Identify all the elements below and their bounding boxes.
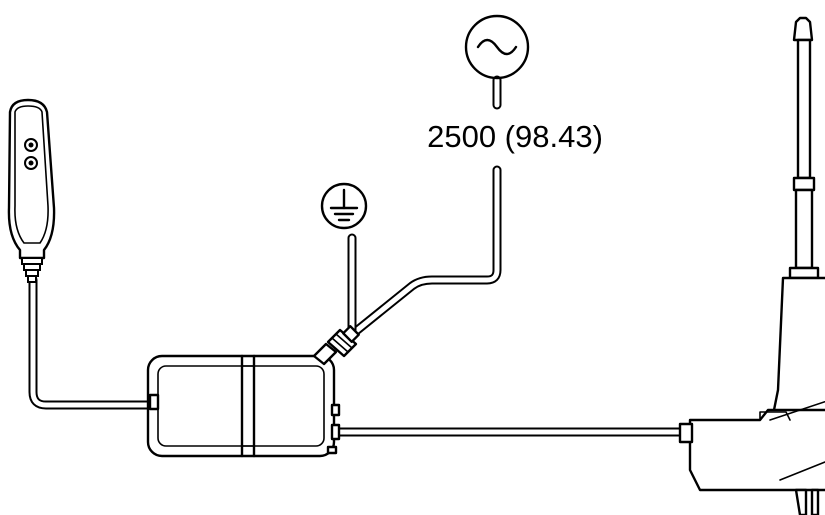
ac-power-icon xyxy=(464,14,530,80)
cable-length-label: 2500 (98.43) xyxy=(427,119,603,154)
hand-pendant xyxy=(7,98,56,283)
control-box xyxy=(146,354,341,458)
hand-pendant-cable xyxy=(28,275,155,410)
label-background xyxy=(420,112,610,156)
power-connector xyxy=(312,325,360,366)
protective-earth-icon xyxy=(320,182,368,230)
actuator-column xyxy=(678,16,825,515)
power-cable xyxy=(345,75,502,341)
